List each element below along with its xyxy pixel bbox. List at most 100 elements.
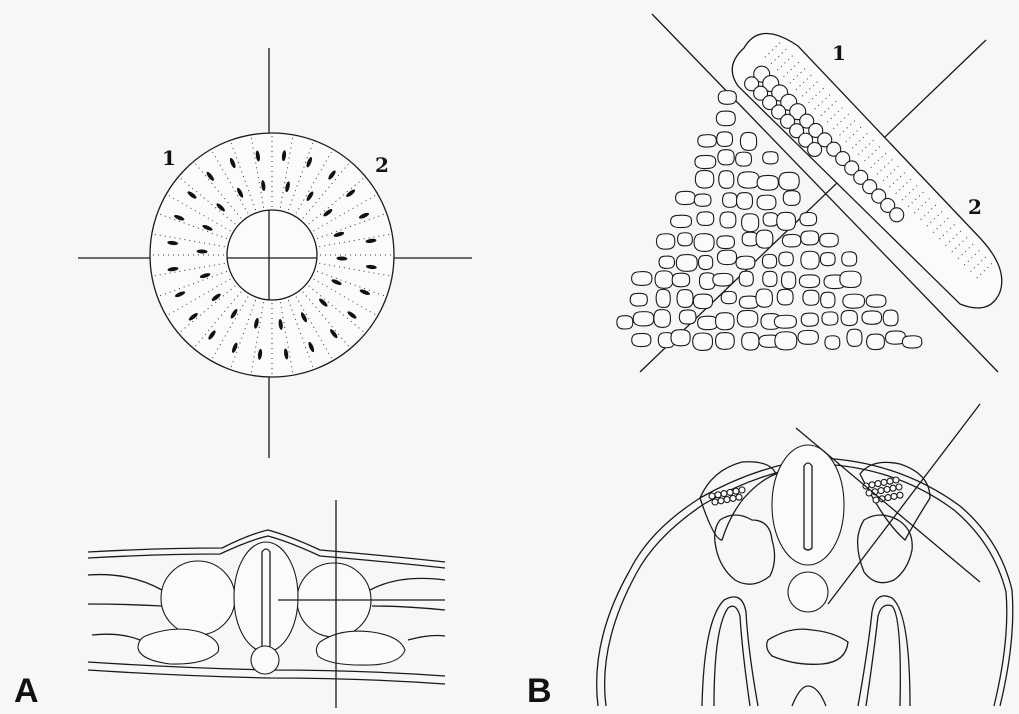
cross-bead-cell: [718, 498, 724, 504]
cross-bead-cell: [893, 477, 899, 483]
parenchyma-cell: [843, 294, 865, 308]
cross-bead-cell: [869, 482, 875, 488]
parenchyma-cell: [782, 234, 800, 247]
parenchyma-cell: [825, 336, 840, 350]
cross-bead-cell: [873, 497, 879, 503]
right-tissue: [858, 515, 913, 583]
parenchyma-cell: [774, 315, 796, 328]
right-arm: [858, 596, 910, 706]
parenchyma-cell: [655, 271, 673, 288]
parenchyma-cell: [842, 252, 857, 266]
parenchyma-cell: [698, 135, 717, 147]
parenchyma-cell: [803, 290, 819, 305]
parenchyma-cell: [717, 250, 736, 264]
cross-bead-cell: [884, 486, 890, 492]
panel-a-label-1: 1: [162, 146, 176, 170]
parenchyma-cell: [779, 172, 799, 190]
cross-bead-cell: [733, 488, 739, 494]
parenchyma-cell: [676, 191, 696, 204]
parenchyma-cell: [763, 271, 777, 286]
parenchyma-cell: [716, 111, 735, 126]
panel-label-a: A: [14, 672, 39, 710]
cross-bead-cell: [727, 489, 733, 495]
parenchyma-cell: [841, 310, 857, 325]
parenchyma-cell: [695, 170, 713, 188]
central-oval-cell: [234, 542, 298, 652]
parenchyma-cell: [716, 333, 735, 350]
parenchyma-cell: [672, 273, 689, 287]
parenchyma-cell: [717, 132, 733, 147]
panel-b-oblique-section: 1 2: [617, 14, 1002, 372]
parenchyma-cell: [867, 334, 885, 349]
left-lobe: [700, 462, 776, 540]
parenchyma-cell: [698, 316, 718, 330]
left-arm-inner: [714, 606, 750, 706]
parenchyma-cell: [678, 233, 693, 246]
parenchyma-cell: [656, 234, 674, 249]
cross-bead-cell: [887, 478, 893, 484]
lower-left-chamber: [138, 629, 219, 664]
parenchyma-cell: [777, 212, 796, 230]
parenchyma-cell: [694, 194, 711, 206]
parenchyma-cell: [719, 171, 734, 189]
panel-a: 1 2 A: [14, 48, 472, 710]
parenchyma-cell: [632, 272, 652, 286]
panel-a-circular-section: 1 2: [78, 48, 472, 458]
parenchyma-cell: [716, 313, 735, 330]
bead-cell: [890, 208, 904, 222]
cross-bead-cell: [878, 488, 884, 494]
parenchyma-cell: [671, 215, 692, 227]
parenchyma-cell: [736, 256, 755, 269]
cross-bead-cell: [739, 487, 745, 493]
small-round-cell: [251, 646, 279, 674]
parenchyma-cell: [866, 295, 886, 307]
parenchyma-cell: [847, 329, 862, 346]
parenchyma-cell: [822, 312, 838, 325]
parenchyma-cell: [840, 271, 861, 287]
cross-bead-cell: [721, 491, 727, 497]
parenchyma-cell: [763, 213, 778, 227]
parenchyma-cell: [798, 330, 818, 344]
right-lower-strand: [408, 636, 445, 641]
parenchyma-cell: [718, 150, 734, 165]
parenchyma-cell: [677, 290, 693, 308]
small-round-cell: [788, 572, 828, 612]
cross-bead-cell: [875, 481, 881, 487]
parenchyma-cell: [862, 311, 882, 324]
parenchyma-cell: [775, 332, 797, 350]
parenchyma-cell: [737, 193, 753, 210]
cross-bead-cell: [881, 479, 887, 485]
left-large-cell: [161, 561, 235, 635]
parenchyma-cell: [801, 251, 819, 269]
parenchyma-cell: [783, 191, 800, 206]
parenchyma-cell: [821, 292, 835, 308]
parenchyma-cell: [698, 255, 712, 269]
left-arm: [702, 597, 758, 706]
panel-a-longitudinal-section: [88, 500, 445, 708]
parenchyma-cell: [777, 289, 793, 305]
panel-b-label-1: 1: [832, 41, 846, 65]
panel-b: 1 2 B: [527, 14, 1013, 710]
left-lower-strand: [92, 634, 140, 640]
parenchyma-cell: [763, 152, 778, 164]
parenchyma-cell: [693, 294, 712, 309]
cross-bead-cell: [890, 485, 896, 491]
cross-bead-cell: [736, 494, 742, 500]
parenchyma-cell: [717, 236, 735, 249]
parenchyma-cell: [720, 212, 736, 228]
parenchyma-cell: [738, 172, 759, 188]
lower-right-chamber: [316, 631, 405, 665]
parenchyma-cell: [800, 212, 817, 225]
parenchyma-cell: [739, 271, 753, 286]
parenchyma-cell: [737, 310, 758, 327]
parenchyma-cell: [630, 293, 647, 306]
parenchyma-cell: [736, 152, 752, 166]
cross-bead-cell: [891, 493, 897, 499]
parenchyma-cell: [757, 175, 778, 190]
parenchyma-cell: [694, 234, 714, 252]
parenchyma-cell: [883, 310, 898, 326]
parenchyma-cell: [676, 255, 697, 272]
panel-label-b: B: [527, 672, 552, 710]
right-strand-upper: [370, 578, 445, 590]
